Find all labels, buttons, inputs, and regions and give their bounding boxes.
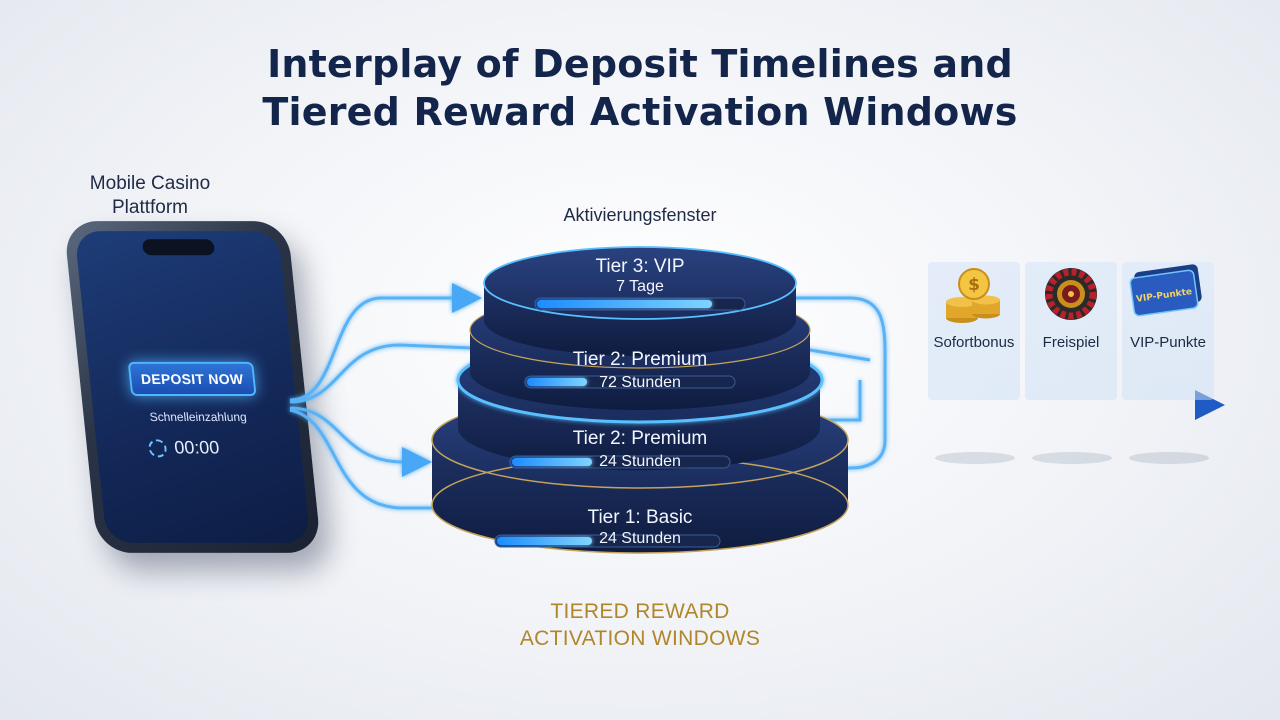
tier-3-name: Tier 3: VIP xyxy=(595,256,685,277)
platform-label: Mobile Casino Plattform xyxy=(70,172,230,220)
tier-2-lower-name: Tier 2: Premium xyxy=(572,428,708,449)
caption-line-1: TIERED REWARD xyxy=(550,600,730,623)
platform-label-line-1: Mobile Casino xyxy=(89,173,211,194)
tier-1-progress-bar xyxy=(494,534,721,548)
title-line-2: Tiered Reward Activation Windows xyxy=(262,90,1018,134)
activation-window-label: Aktivierungsfenster xyxy=(563,205,717,225)
tier-1-duration: 24 Stunden xyxy=(599,530,681,547)
vip-card-icon: VIP-Punkte xyxy=(1129,264,1202,317)
title-line-1: Interplay of Deposit Timelines and xyxy=(267,42,1013,86)
tier-2-lower-duration: 24 Stunden xyxy=(599,453,681,470)
tier-2-upper-name: Tier 2: Premium xyxy=(572,349,708,370)
tier-2-lower-progress-bar xyxy=(509,455,731,469)
platform-label-line-2: Plattform xyxy=(111,197,189,218)
reward-label-instant-bonus: Sofortbonus xyxy=(933,334,1015,351)
svg-text:$: $ xyxy=(968,275,980,295)
card-shadow xyxy=(1129,452,1209,464)
card-shadow xyxy=(935,452,1015,464)
caption-line-2: ACTIVATION WINDOWS xyxy=(519,627,761,650)
tier-2-upper-duration: 72 Stunden xyxy=(599,374,681,391)
tier-3-duration: 7 Tage xyxy=(616,278,664,295)
reward-card-instant-bonus: $ Sofortbonus xyxy=(928,262,1020,400)
card-shadow xyxy=(1032,452,1112,464)
page-title: Interplay of Deposit Timelines and Tiere… xyxy=(0,40,1280,136)
reward-label-free-spin: Freispiel xyxy=(1042,334,1100,351)
tier-1-name: Tier 1: Basic xyxy=(587,507,693,528)
tier-2-upper-progress-bar xyxy=(524,375,736,389)
reward-card-vip-points: VIP-Punkte VIP-Punkte xyxy=(1122,262,1214,400)
branch-arrows xyxy=(289,283,887,523)
coins-icon: $ xyxy=(946,268,1000,323)
bottom-caption: TIERED REWARD ACTIVATION WINDOWS xyxy=(440,598,840,652)
reward-card-free-spin: Freispiel xyxy=(1025,262,1117,400)
roulette-icon xyxy=(1045,268,1097,320)
reward-label-vip-points: VIP-Punkte xyxy=(1130,334,1206,351)
tier-3-progress-bar xyxy=(534,297,746,311)
